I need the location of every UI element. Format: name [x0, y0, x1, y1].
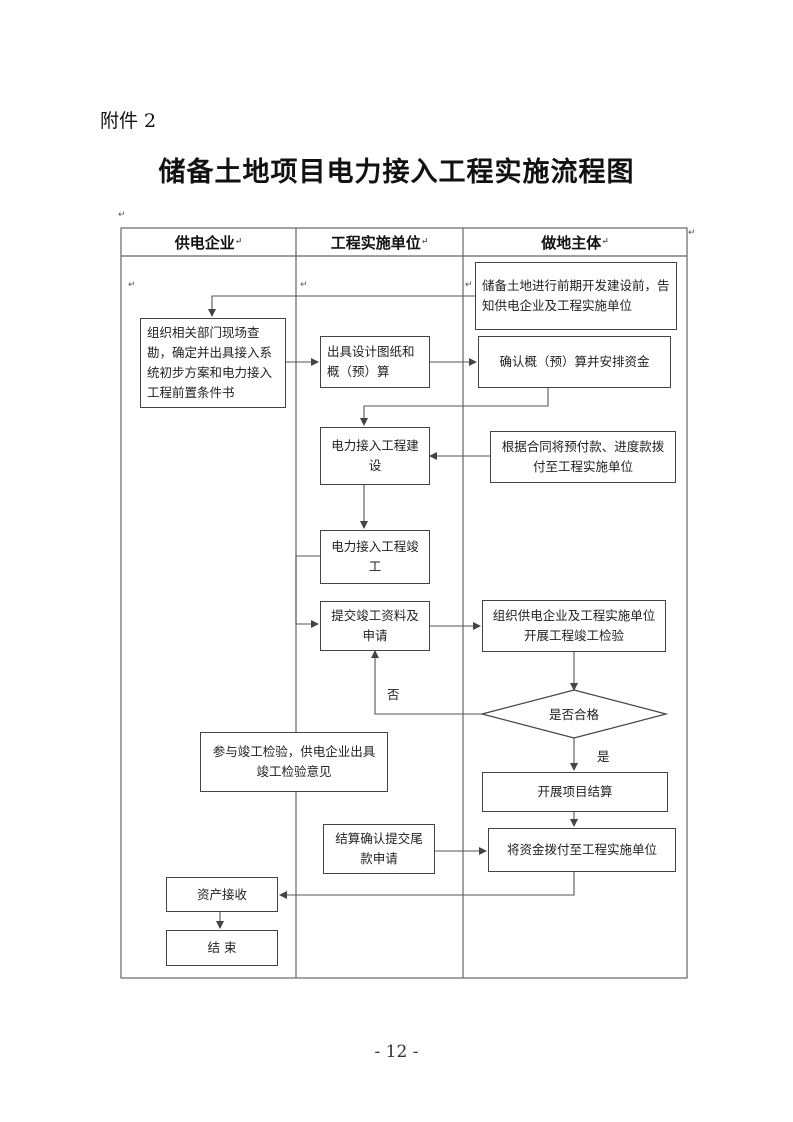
edit-mark-icon: ↵ [128, 280, 136, 290]
page-title: 储备土地项目电力接入工程实施流程图 [158, 157, 635, 188]
edit-mark-icon: ↵ [118, 210, 126, 220]
step-inspection-box: 组织供电企业及工程实施单位开展工程竣工检验 [482, 600, 666, 652]
step-budget-confirm-box: 确认概（预）算并安排资金 [478, 336, 671, 388]
edit-mark-icon: ↵ [465, 280, 473, 290]
label-yes: 是 [597, 749, 610, 764]
step-completion-box: 电力接入工程竣工 [320, 530, 430, 584]
step-submit-box: 提交竣工资料及申请 [320, 601, 430, 651]
attachment-label: 附件 2 [100, 110, 157, 132]
step-survey-box: 组织相关部门现场查勘，确定并出具接入系统初步方案和电力接入工程前置条件书 [140, 318, 286, 408]
step-payment-box: 根据合同将预付款、进度款拨付至工程实施单位 [490, 431, 676, 483]
step-participate-box: 参与竣工检验，供电企业出具竣工检验意见 [200, 732, 388, 792]
step-end-box: 结 束 [166, 930, 278, 966]
edit-mark-icon: ↵ [300, 280, 308, 290]
decision-qualified: 是否合格 [548, 707, 599, 722]
label-no: 否 [387, 687, 400, 702]
step-asset-receive-box: 资产接收 [166, 877, 278, 912]
step-construction-box: 电力接入工程建设 [320, 427, 430, 485]
step-design-box: 出具设计图纸和概（预）算 [320, 336, 430, 388]
step-settlement-box: 开展项目结算 [482, 772, 668, 812]
column-header-power-supplier: 供电企业↵ [174, 233, 243, 252]
column-header-land-owner: 做地主体↵ [541, 233, 609, 252]
step-fund-transfer-box: 将资金拨付至工程实施单位 [488, 828, 676, 872]
page-number: - 12 - [374, 1042, 419, 1062]
step-notify-box: 储备土地进行前期开发建设前，告知供电企业及工程实施单位 [475, 262, 677, 330]
edit-mark-icon: ↵ [688, 228, 696, 238]
column-header-contractor: 工程实施单位↵ [330, 233, 429, 252]
step-final-request-box: 结算确认提交尾款申请 [323, 824, 435, 874]
